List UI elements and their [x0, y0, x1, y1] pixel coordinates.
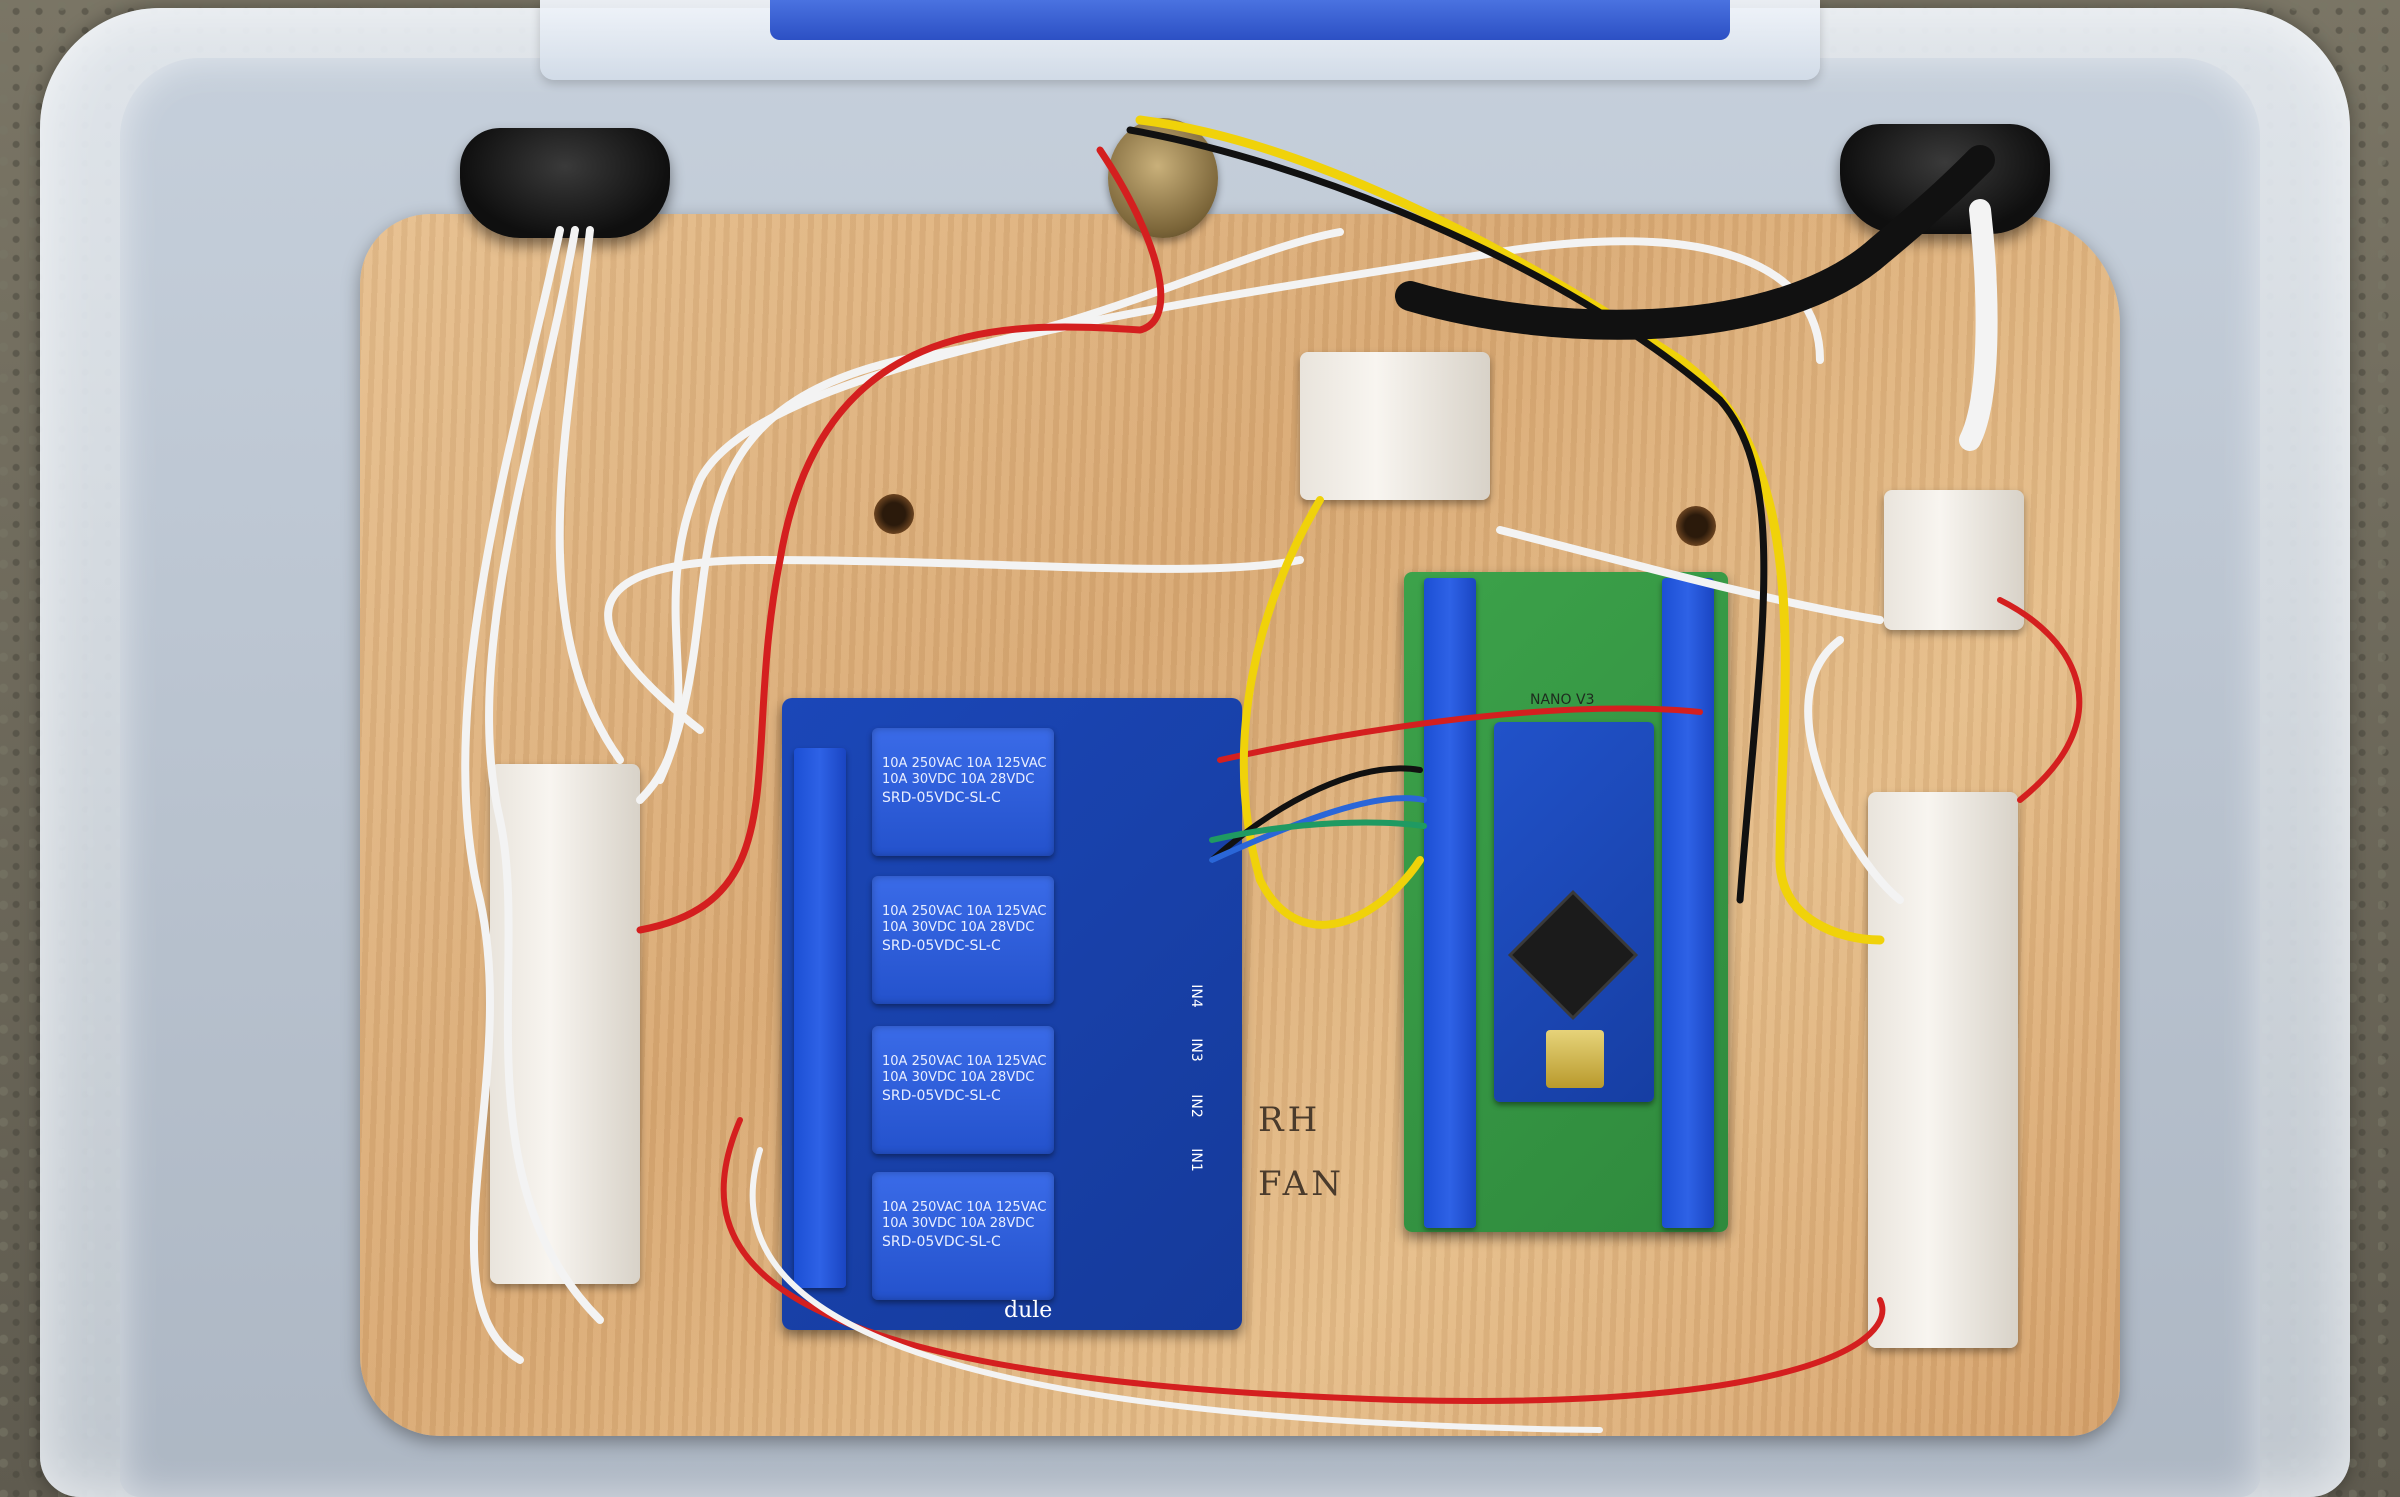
- relay-module-board: 10A 250VAC 10A 125VAC 10A 30VDC 10A 28VD…: [782, 698, 1242, 1330]
- cable-black-thick: [1395, 145, 1995, 340]
- relay-rating-line2: 10A 30VDC 10A 28VDC: [882, 772, 1035, 787]
- wire-white: [555, 226, 624, 764]
- cable-white-thick: [1959, 199, 1998, 451]
- relay-3: 10A 250VAC 10A 125VAC 10A 30VDC 10A 28VD…: [872, 1026, 1054, 1154]
- terminal-strip-right: [1868, 792, 2018, 1348]
- wire-red: [636, 146, 1165, 934]
- relay-model: SRD-05VDC-SL-C: [882, 1088, 1001, 1104]
- relay-rating-line2: 10A 30VDC 10A 28VDC: [882, 1070, 1035, 1085]
- wire-white: [461, 226, 564, 1364]
- wire-blue: [1209, 795, 1427, 863]
- usb-port: [1546, 1030, 1604, 1088]
- wire-yellow: [1239, 496, 1424, 929]
- wire-red: [720, 1117, 1886, 1404]
- module-text: dule: [1004, 1298, 1053, 1323]
- relay-rating-line2: 10A 30VDC 10A 28VDC: [882, 920, 1035, 935]
- relay-rating-line1: 10A 250VAC 10A 125VAC: [882, 1200, 1047, 1215]
- relay-screw-terminals: [794, 748, 846, 1288]
- wire-red: [1217, 705, 1703, 763]
- handwritten-label-fan: FAN: [1258, 1164, 1345, 1204]
- wire-black: [1209, 765, 1423, 863]
- wire-white: [1496, 526, 1884, 624]
- nano-left-terminals: [1424, 578, 1476, 1228]
- relay-rating-line2: 10A 30VDC 10A 28VDC: [882, 1216, 1035, 1231]
- wire-red: [1997, 597, 2083, 803]
- relay-2: 10A 250VAC 10A 125VAC 10A 30VDC 10A 28VD…: [872, 876, 1054, 1004]
- wire-white: [1804, 636, 1904, 904]
- wire-green: [1209, 819, 1427, 843]
- wire-white: [485, 226, 604, 1324]
- wire-yellow: [1135, 115, 1885, 945]
- blue-lid-edge: [770, 0, 1730, 40]
- cable-gland-left: [460, 128, 670, 238]
- relay-model: SRD-05VDC-SL-C: [882, 790, 1001, 806]
- relay-rating-line1: 10A 250VAC 10A 125VAC: [882, 756, 1047, 771]
- nano-label: NANO V3: [1530, 692, 1595, 708]
- terminal-strip-top: [1300, 352, 1490, 500]
- wire-white: [749, 1147, 1603, 1433]
- relay-4: 10A 250VAC 10A 125VAC 10A 30VDC 10A 28VD…: [872, 1172, 1054, 1300]
- relay-model: SRD-05VDC-SL-C: [882, 938, 1001, 954]
- wire-white: [656, 228, 1344, 784]
- wire-black: [1126, 126, 1768, 904]
- nano-right-terminals: [1662, 578, 1714, 1228]
- terminal-strip-left: [490, 764, 640, 1284]
- wire-white: [604, 556, 1304, 734]
- mounting-hole: [874, 494, 914, 534]
- relay-model: SRD-05VDC-SL-C: [882, 1234, 1001, 1250]
- mounting-hole: [1676, 506, 1716, 546]
- handwritten-label-rh: RH: [1258, 1100, 1322, 1140]
- relay-rating-line1: 10A 250VAC 10A 125VAC: [882, 904, 1047, 919]
- relay-1: 10A 250VAC 10A 125VAC 10A 30VDC 10A 28VD…: [872, 728, 1054, 856]
- relay-rating-line1: 10A 250VAC 10A 125VAC: [882, 1054, 1047, 1069]
- terminal-strip-small: [1884, 490, 2024, 630]
